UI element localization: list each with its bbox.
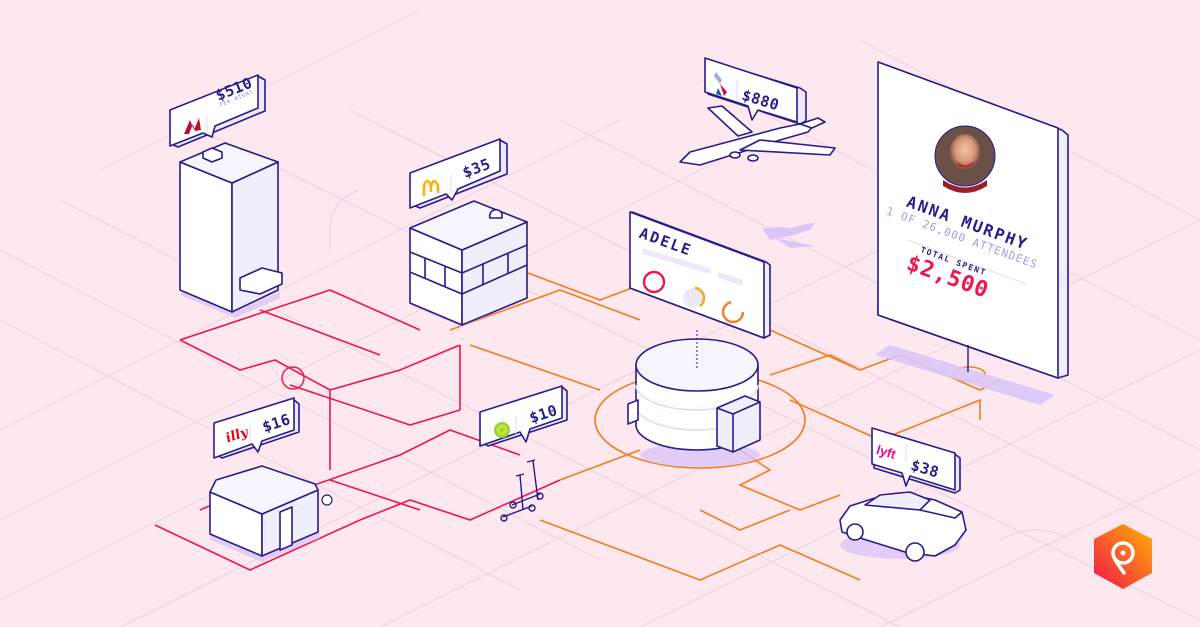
american-airlines-logo-icon — [714, 72, 727, 96]
restaurant-building — [409, 200, 528, 327]
car-icon — [839, 491, 967, 562]
mcdonalds-logo-icon — [422, 179, 440, 196]
scooter-icon — [500, 459, 544, 522]
avatar — [934, 125, 996, 193]
airplane-icon — [679, 105, 836, 166]
airplane-shadow — [762, 223, 815, 248]
price-tag-rideshare-bubble — [871, 427, 961, 494]
stadium-building — [627, 330, 761, 467]
hotel-building — [179, 142, 283, 318]
brand-logo — [1094, 524, 1152, 589]
marriott-logo-icon — [184, 118, 201, 134]
coffee-shop-building — [209, 465, 333, 562]
price-tag-coffee-bubble — [213, 397, 300, 459]
price-tag-flight-bubble — [704, 57, 807, 125]
price-tag-restaurant-bubble — [409, 138, 508, 209]
event-card-panel — [629, 211, 771, 339]
lime-logo-icon — [494, 422, 510, 438]
route-orange — [449, 269, 1001, 581]
attendee-card-panel — [877, 61, 1069, 379]
